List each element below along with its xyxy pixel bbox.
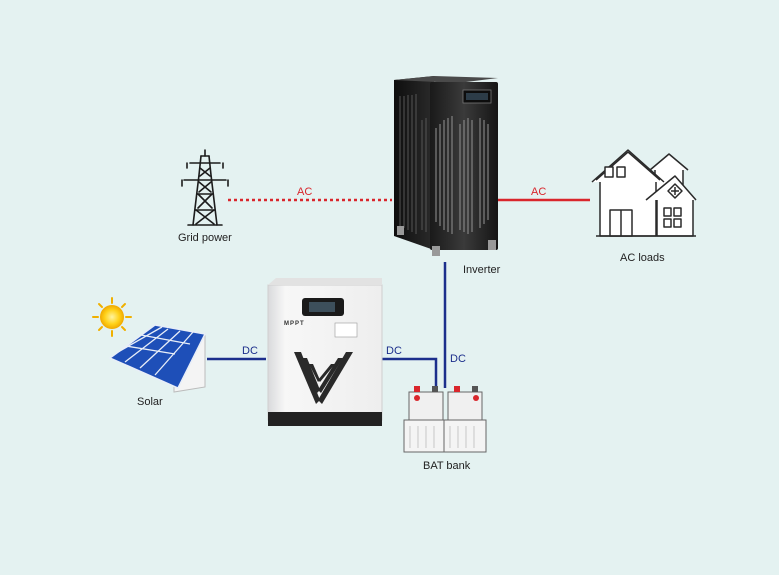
- inverter-loads-link-label: AC: [531, 186, 547, 198]
- mppt-controller-icon: [267, 278, 383, 426]
- ac-loads-label: AC loads: [620, 252, 665, 264]
- battery-bank-label: BAT bank: [423, 460, 471, 472]
- inverter-cabinet-icon: [394, 76, 498, 256]
- battery-bank-icon: [403, 386, 487, 453]
- transmission-tower-icon: [181, 149, 229, 226]
- mppt-battery-link-label: DC: [386, 345, 402, 357]
- sun-icon: [92, 297, 132, 337]
- mppt-battery-line: [380, 357, 438, 388]
- solar-panel-icon: [108, 324, 207, 393]
- mppt-brand-label: MPPT: [284, 321, 305, 327]
- solar-label: Solar: [137, 396, 163, 408]
- house-icon: [591, 149, 697, 237]
- inverter-battery-link-label: DC: [450, 353, 466, 365]
- solar-mppt-link-label: DC: [242, 345, 258, 357]
- grid-power-label: Grid power: [178, 232, 232, 244]
- inverter-label: Inverter: [463, 264, 501, 276]
- grid-inverter-link-label: AC: [297, 186, 313, 198]
